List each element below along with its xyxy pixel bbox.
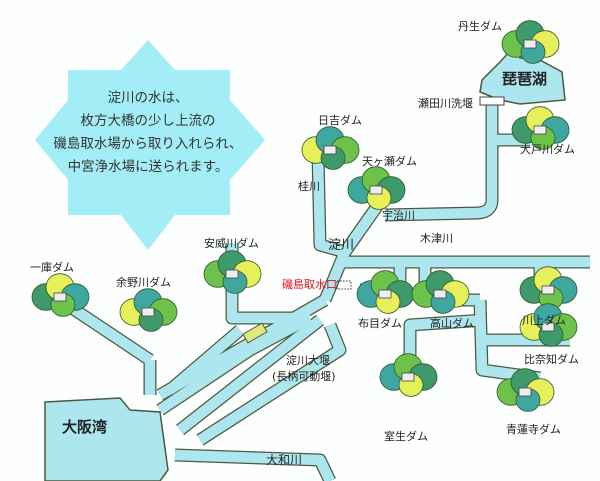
dam-wall xyxy=(378,289,392,299)
river xyxy=(166,326,244,394)
dam-wall xyxy=(523,39,537,49)
hiyoshi-dam-label: 日吉ダム xyxy=(318,113,362,127)
osaka-bay-label: 大阪湾 xyxy=(62,418,107,436)
yono-dam-label: 余野川ダム xyxy=(116,275,171,289)
dam-icon xyxy=(119,288,178,332)
message-line: 淀川の水は、 xyxy=(108,90,189,106)
message-line: 磯島取水場から取り入れられ、 xyxy=(53,136,242,152)
dam-wall xyxy=(53,292,67,302)
river xyxy=(176,315,324,435)
dam-wall xyxy=(533,125,547,135)
dam-wall xyxy=(433,289,447,299)
river xyxy=(197,323,346,445)
takayama-dam-label: 高山ダム xyxy=(430,316,474,330)
yodo-river-label: 淀川 xyxy=(328,238,354,253)
dam-wall xyxy=(518,387,532,397)
dam-icon xyxy=(501,20,560,64)
uji-river-label: 宇治川 xyxy=(382,208,415,222)
labels: 琵琶湖 大阪湾 丹生ダム 瀬田川洗堰 大戸川ダム 日吉ダム 天ヶ瀬ダム 桂川 宇… xyxy=(30,19,579,467)
river xyxy=(157,313,313,415)
seta-weir-icon xyxy=(479,96,505,106)
message-line: 枚方大橋の少し上流の xyxy=(81,113,216,129)
river xyxy=(340,201,383,256)
dam-icon xyxy=(31,273,90,317)
message-line: 中宮浄水場に送られます。 xyxy=(68,159,229,175)
nunome-dam-label: 布目ダム xyxy=(358,316,402,330)
dams xyxy=(31,20,578,412)
dam-icon xyxy=(496,368,555,412)
yodo-weir-label: 淀川大堰 xyxy=(286,353,330,367)
river xyxy=(384,100,498,221)
biwa-lake-label: 琵琶湖 xyxy=(502,70,547,88)
dam-wall xyxy=(541,285,555,295)
dam-icon xyxy=(379,353,438,397)
dam-icon xyxy=(347,166,406,210)
dam-icon xyxy=(511,106,570,150)
seta-weir-label: 瀬田川洗堰 xyxy=(418,96,473,110)
dam-wall xyxy=(323,145,337,155)
hinachi-dam-label: 比奈知ダム xyxy=(524,352,579,366)
river xyxy=(174,449,335,481)
osaka-bay xyxy=(44,397,169,481)
kizu-river-label: 木津川 xyxy=(420,232,453,245)
yodo-weir-icon xyxy=(242,322,268,344)
dam-icon xyxy=(356,270,415,314)
yamato-river-label: 大和川 xyxy=(266,453,302,467)
dam-wall xyxy=(141,307,155,317)
shorenji-dam-label: 青蓮寺ダム xyxy=(506,422,561,436)
river xyxy=(312,154,347,258)
dam-icon xyxy=(519,303,578,347)
hitokura-dam-label: 一庫ダム xyxy=(30,260,74,274)
kawakami-dam-label: 川上ダム xyxy=(522,313,566,327)
dam-wall xyxy=(401,372,415,382)
katsura-river-label: 桂川 xyxy=(298,179,320,193)
nagara-weir-label: (長柄可動堰) xyxy=(272,369,336,383)
dam-wall xyxy=(225,269,239,279)
amagase-dam-label: 天ヶ瀬ダム xyxy=(362,154,417,168)
dam-icon xyxy=(301,126,360,170)
dam-icon xyxy=(519,266,578,310)
muro-dam-label: 室生ダム xyxy=(384,429,428,443)
dam-icon xyxy=(411,270,470,314)
dam-wall xyxy=(541,322,555,332)
intake-marker xyxy=(336,280,352,290)
dam-icon xyxy=(203,250,262,294)
daido-dam-label: 大戸川ダム xyxy=(520,142,575,156)
message-star: 淀川の水は、 枚方大橋の少し上流の 磯島取水場から取り入れられ、 中宮浄水場に送… xyxy=(35,40,265,250)
dam-wall xyxy=(369,185,383,195)
isoshima-intake-label: 磯島取水口 xyxy=(282,277,337,291)
nyu-dam-label: 丹生ダム xyxy=(458,19,502,33)
ai-dam-label: 安威川ダム xyxy=(204,236,259,250)
